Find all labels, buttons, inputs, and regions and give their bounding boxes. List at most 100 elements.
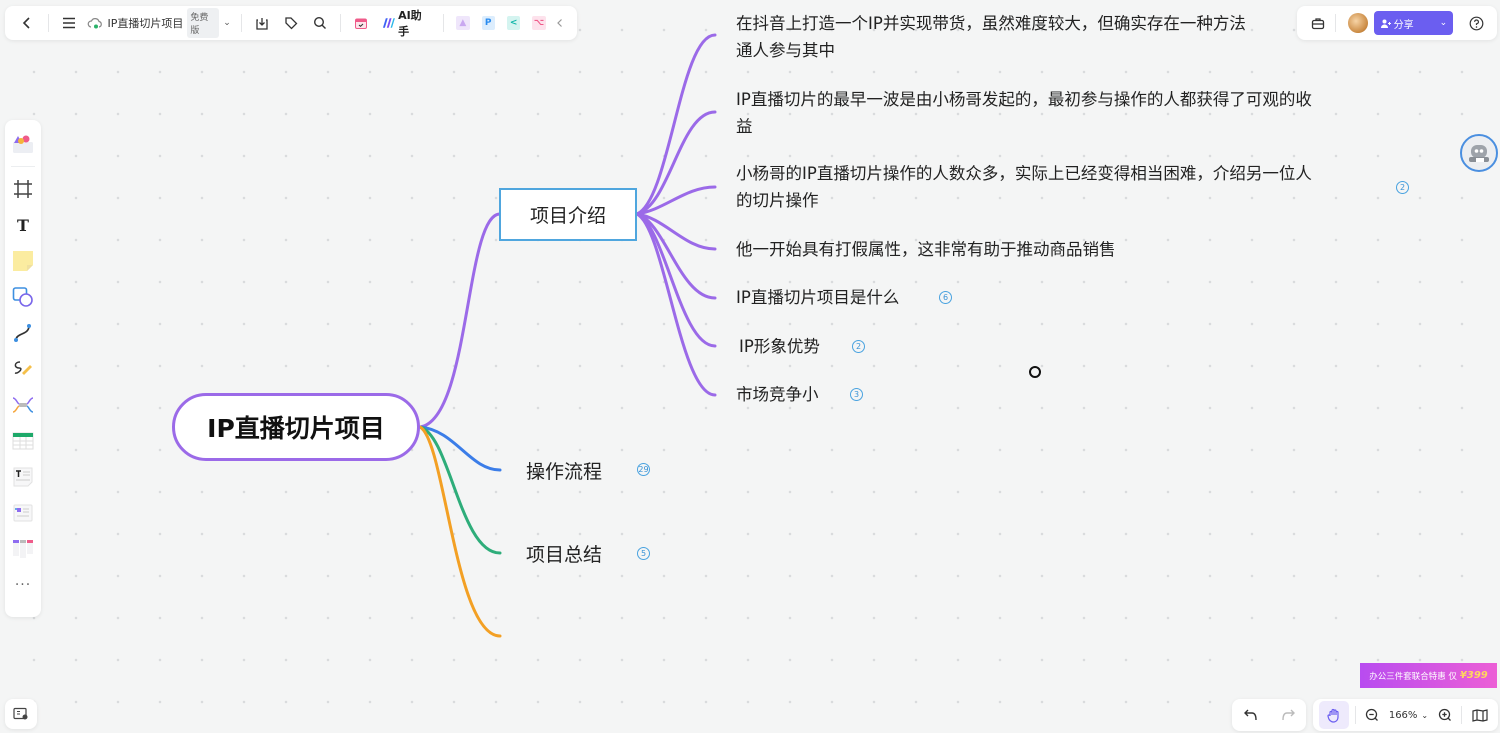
connector-tool-icon xyxy=(14,324,31,342)
menu-button[interactable] xyxy=(55,9,84,37)
zoom-controls: 166% ⌄ xyxy=(1313,699,1498,731)
divider xyxy=(47,14,49,32)
tag-button[interactable] xyxy=(276,9,305,37)
outline-panel-icon xyxy=(13,707,28,720)
help-button[interactable] xyxy=(1461,9,1491,37)
shape-tool[interactable] xyxy=(9,283,37,311)
share-button[interactable]: 分享 ⌄ xyxy=(1373,11,1454,35)
collapsed-count-badge[interactable]: 29 xyxy=(637,463,650,476)
promo-text: 办公三件套联合特惠 仅 xyxy=(1369,671,1457,682)
collapsed-count-badge[interactable]: 2 xyxy=(852,340,865,353)
connector-tool[interactable] xyxy=(9,319,37,347)
image-app-icon[interactable]: ▲ xyxy=(456,16,470,30)
calendar-icon xyxy=(355,18,368,29)
leaf-text-line: 通人参与其中 xyxy=(736,41,835,60)
sticky-note-tool-icon xyxy=(13,251,33,271)
mindmap-leaf-3[interactable]: 小杨哥的IP直播切片操作的人数众多，实际上已经变得相当困难，介绍另一位人 的切片… xyxy=(736,160,1312,214)
card-tool[interactable] xyxy=(9,499,37,527)
template-tool[interactable] xyxy=(9,130,37,158)
mindmap-node-summary[interactable]: 项目总结 xyxy=(526,544,603,566)
share-label: 分享 xyxy=(1393,19,1414,31)
hamburger-icon xyxy=(63,17,76,29)
divider xyxy=(443,14,445,32)
p-app-icon[interactable]: P xyxy=(481,16,495,30)
mindmap-tool[interactable] xyxy=(9,391,37,419)
share-flow-app-icon[interactable]: < xyxy=(506,16,521,30)
table-tool-icon xyxy=(12,432,34,450)
card-tool-icon xyxy=(13,504,33,522)
table-tool[interactable] xyxy=(9,427,37,455)
search-button[interactable] xyxy=(305,9,334,37)
more-tools-button[interactable]: ··· xyxy=(9,571,37,599)
hand-pan-button[interactable] xyxy=(1319,701,1349,729)
shape-tool-icon xyxy=(12,287,33,307)
robot-icon xyxy=(1469,145,1489,162)
leaf-text-line: 在抖音上打造一个IP并实现带货，虽然难度较大，但确实存在一种方法 xyxy=(736,14,1246,33)
mindmap-leaf-1[interactable]: 在抖音上打造一个IP并实现带货，虽然难度较大，但确实存在一种方法 通人参与其中 xyxy=(736,10,1246,64)
plan-badge[interactable]: 免费版 xyxy=(187,8,220,38)
text-doc-tool[interactable] xyxy=(9,463,37,491)
document-title[interactable]: IP直播切片项目 xyxy=(107,17,184,30)
divider xyxy=(339,14,341,32)
leaf-text-line: IP直播切片的最早一波是由小杨哥发起的，最初参与操作的人都获得了可观的收 xyxy=(736,90,1312,109)
chevron-down-icon: ⌄ xyxy=(1421,710,1429,720)
mindmap-node-process[interactable]: 操作流程 xyxy=(526,461,603,483)
leaf-text-line: 的切片操作 xyxy=(736,191,819,210)
leaf-text-line: IP形象优势 xyxy=(739,337,820,356)
chevron-left-icon xyxy=(23,17,30,29)
mindmap-app-icon[interactable]: ⌥ xyxy=(532,16,546,30)
collapsed-count-badge[interactable]: 5 xyxy=(637,547,650,560)
top-toolbar: IP直播切片项目 免费版 ⌄ AI助手 ▲ P < ⌥ xyxy=(5,6,577,40)
mindmap-leaf-6[interactable]: IP形象优势 xyxy=(739,333,820,360)
promo-banner[interactable]: 办公三件套联合特惠 仅 ¥399 xyxy=(1360,663,1497,688)
zoom-out-icon xyxy=(1366,708,1379,721)
collapsed-count-badge[interactable]: 2 xyxy=(1396,181,1409,194)
chevron-down-icon[interactable]: ⌄ xyxy=(1439,18,1448,28)
mindmap-leaf-5[interactable]: IP直播切片项目是什么 xyxy=(736,284,899,311)
search-icon xyxy=(313,16,326,29)
sticky-note-tool[interactable] xyxy=(9,247,37,275)
frame-tool-icon xyxy=(14,180,32,198)
chevron-down-icon[interactable]: ⌄ xyxy=(223,18,231,28)
back-button[interactable] xyxy=(13,9,42,37)
kanban-tool[interactable] xyxy=(9,535,37,563)
frame-tool[interactable] xyxy=(9,175,37,203)
divider xyxy=(1354,706,1356,724)
collapsed-count-badge[interactable]: 6 xyxy=(939,291,952,304)
mindmap-node-intro[interactable]: 项目介绍 xyxy=(499,188,637,241)
ai-assistant-button[interactable]: AI助手 xyxy=(376,7,437,39)
more-tools-icon: ··· xyxy=(14,577,32,593)
mindmap-leaf-2[interactable]: IP直播切片的最早一波是由小杨哥发起的，最初参与操作的人都获得了可观的收 益 xyxy=(736,86,1312,140)
download-button[interactable] xyxy=(248,9,277,37)
undo-icon xyxy=(1243,709,1257,721)
redo-button[interactable] xyxy=(1273,701,1303,729)
zoom-level-dropdown[interactable]: 166% ⌄ xyxy=(1389,710,1428,721)
mindmap-root-node[interactable]: IP直播切片项目 xyxy=(172,393,420,461)
mindmap-leaf-4[interactable]: 他一开始具有打假属性，这非常有助于推动商品销售 xyxy=(736,236,1116,263)
text-tool-icon: T xyxy=(17,215,29,235)
collapse-toolbar-button[interactable] xyxy=(552,9,569,37)
mindmap-tool-icon xyxy=(12,397,34,413)
briefcase-button[interactable] xyxy=(1303,9,1333,37)
minimap-icon xyxy=(1472,708,1488,722)
divider xyxy=(240,14,242,32)
undo-button[interactable] xyxy=(1236,701,1266,729)
mindmap-leaf-7[interactable]: 市场竞争小 xyxy=(736,381,819,408)
zoom-in-button[interactable] xyxy=(1434,701,1456,729)
mouse-cursor-indicator xyxy=(1029,366,1041,378)
text-tool[interactable]: T xyxy=(9,211,37,239)
calendar-button[interactable] xyxy=(347,9,376,37)
assistant-bot-button[interactable] xyxy=(1460,134,1498,172)
hand-pan-icon xyxy=(1327,708,1339,723)
leaf-text-line: 小杨哥的IP直播切片操作的人数众多，实际上已经变得相当困难，介绍另一位人 xyxy=(736,164,1312,183)
zoom-level: 166% xyxy=(1388,709,1418,721)
zoom-out-button[interactable] xyxy=(1361,701,1383,729)
user-avatar[interactable] xyxy=(1347,13,1368,33)
collapsed-count-badge[interactable]: 3 xyxy=(850,388,863,401)
minimap-button[interactable] xyxy=(1468,701,1492,729)
outline-panel-button[interactable] xyxy=(5,699,37,729)
divider xyxy=(1334,14,1336,32)
top-right-toolbar: 分享 ⌄ xyxy=(1297,6,1497,40)
pen-tool[interactable] xyxy=(9,355,37,383)
